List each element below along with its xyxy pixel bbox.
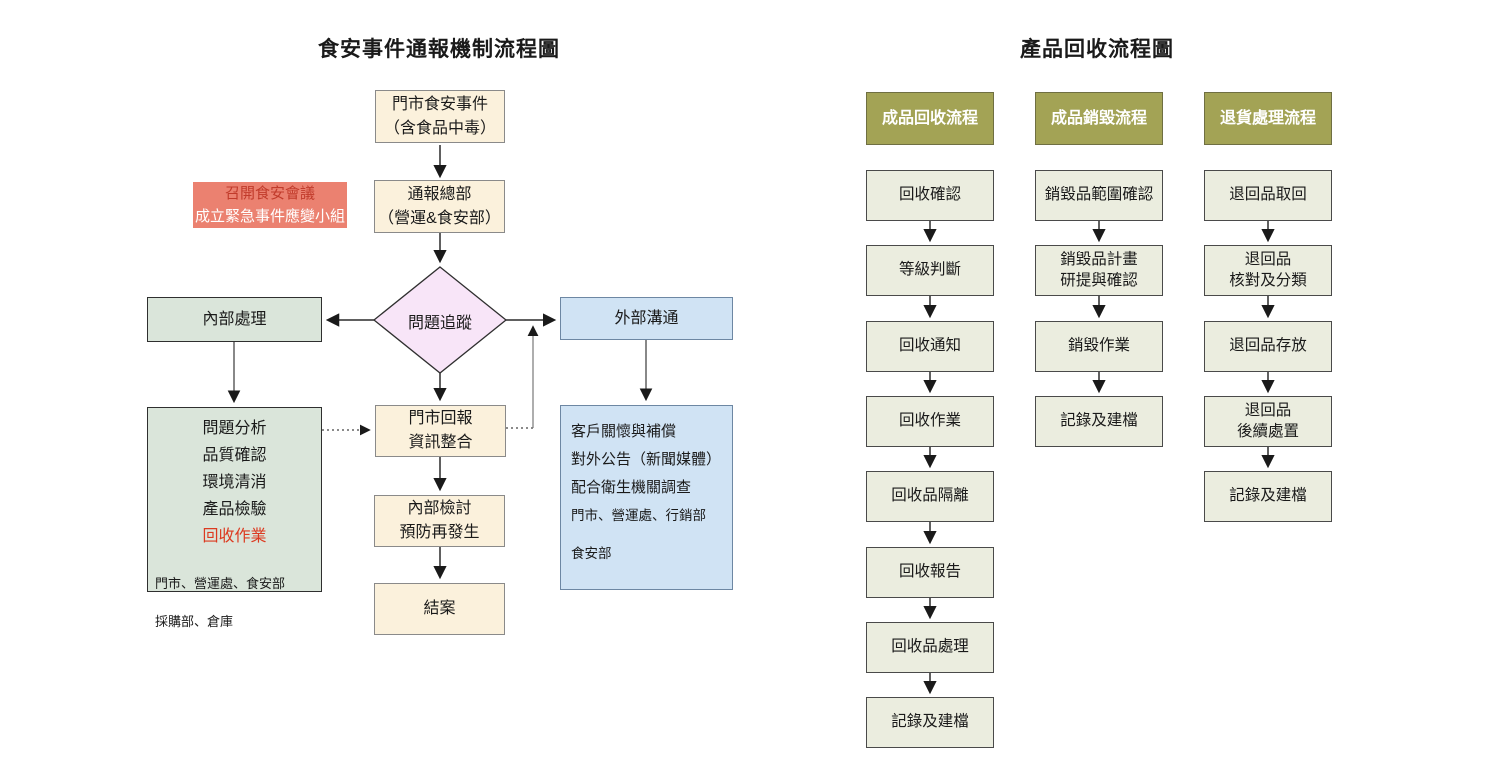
node-internal-detail: 問題分析 品質確認 環境清消 產品檢驗 回收作業 門市、營運處、食安部 採購部、… xyxy=(147,407,322,629)
internal-detail-item-3: 環境清消 xyxy=(202,474,267,491)
right-chart-title: 產品回收流程圖 xyxy=(1020,38,1174,61)
external-detail-item-1: 客戶關懷與補償 xyxy=(571,423,677,440)
recall-step-7: 回收品處理 xyxy=(866,622,994,673)
returns-step-2: 退回品 核對及分類 xyxy=(1204,245,1332,296)
internal-detail-item-2: 品質確認 xyxy=(202,447,267,464)
recall-step-5: 回收品隔離 xyxy=(866,471,994,522)
destruction-step-3: 銷毀作業 xyxy=(1035,321,1163,372)
recall-step-2: 等級判斷 xyxy=(866,245,994,296)
returns-step-5: 記錄及建檔 xyxy=(1204,471,1332,522)
node-meeting: 召開食安會議 成立緊急事件應變小組 xyxy=(193,182,347,228)
recall-step-4: 回收作業 xyxy=(866,396,994,447)
external-detail-dept-line1: 門市、營運處、行銷部 xyxy=(571,508,706,523)
destruction-step-4: 記錄及建檔 xyxy=(1035,396,1163,447)
external-detail-item-2: 對外公告（新聞媒體） xyxy=(571,451,722,468)
recall-step-6: 回收報告 xyxy=(866,547,994,598)
external-detail-dept-line2: 食安部 xyxy=(571,546,612,561)
node-internal-review-line1: 內部檢討 xyxy=(407,500,472,517)
internal-detail-dept-line1: 門市、營運處、食安部 xyxy=(155,576,286,591)
node-external-communication: 外部溝通 xyxy=(560,297,733,340)
external-detail-departments: 門市、營運處、行銷部 食安部 xyxy=(571,487,706,582)
external-detail-item-3: 配合衛生機關調查 xyxy=(571,479,692,496)
node-internal-review: 內部檢討 預防再發生 xyxy=(374,495,505,547)
column-header-recall: 成品回收流程 xyxy=(866,92,994,145)
column-header-returns: 退貨處理流程 xyxy=(1204,92,1332,145)
node-notify-hq-line1: 通報總部 xyxy=(407,185,472,203)
column-header-destruction: 成品銷毀流程 xyxy=(1035,92,1163,145)
node-tracking-diamond: 問題追蹤 xyxy=(407,315,472,332)
node-incident-line2: （含食品中毒） xyxy=(383,119,496,137)
destruction-step-1: 銷毀品範圍確認 xyxy=(1035,170,1163,221)
left-chart-title: 食安事件通報機制流程圖 xyxy=(318,38,560,61)
destruction-step-2: 銷毀品計畫 研提與確認 xyxy=(1035,245,1163,296)
node-incident-line1: 門市食安事件 xyxy=(391,95,488,113)
node-internal-review-line2: 預防再發生 xyxy=(399,524,480,541)
node-external-detail: 客戶關懷與補償 對外公告（新聞媒體） 配合衛生機關調查 門市、營運處、行銷部 食… xyxy=(560,405,733,590)
internal-detail-item-recall: 回收作業 xyxy=(202,528,267,545)
node-case-closed: 結案 xyxy=(374,583,505,635)
node-incident: 門市食安事件 （含食品中毒） xyxy=(375,90,505,143)
node-meeting-line1: 召開食安會議 xyxy=(224,184,315,202)
node-store-report: 門市回報 資訊整合 xyxy=(375,405,506,457)
node-internal-handling: 內部處理 xyxy=(147,297,322,342)
recall-step-3: 回收通知 xyxy=(866,321,994,372)
recall-step-1: 回收確認 xyxy=(866,170,994,221)
node-meeting-line2: 成立緊急事件應變小組 xyxy=(194,208,345,225)
internal-detail-item-4: 產品檢驗 xyxy=(202,501,267,518)
node-notify-hq: 通報總部 （營運&食安部） xyxy=(374,180,505,233)
node-notify-hq-line2: （營運&食安部） xyxy=(378,209,501,227)
internal-detail-dept-line2: 採購部、倉庫 xyxy=(155,614,234,629)
node-store-report-line1: 門市回報 xyxy=(408,410,473,427)
recall-step-8: 記錄及建檔 xyxy=(866,697,994,748)
returns-step-3: 退回品存放 xyxy=(1204,321,1332,372)
returns-step-4: 退回品 後續處置 xyxy=(1204,396,1332,447)
node-store-report-line2: 資訊整合 xyxy=(408,434,473,451)
internal-detail-item-1: 問題分析 xyxy=(202,420,267,437)
returns-step-1: 退回品取回 xyxy=(1204,170,1332,221)
internal-detail-departments: 門市、營運處、食安部 採購部、倉庫 xyxy=(148,555,285,650)
